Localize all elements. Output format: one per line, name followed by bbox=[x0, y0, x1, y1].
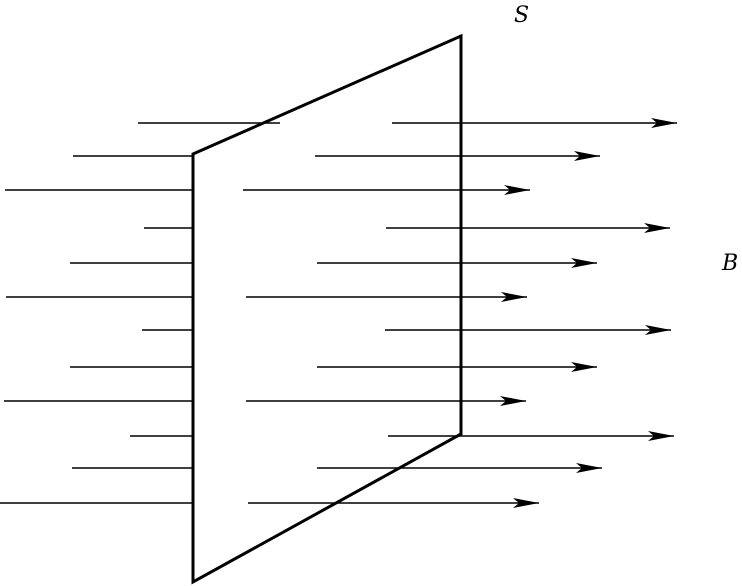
field-lines-left bbox=[0, 122, 280, 504]
field-lines-right bbox=[243, 118, 677, 508]
surface-s bbox=[191, 33, 463, 585]
field-label: B bbox=[721, 251, 738, 276]
surface-label: S bbox=[514, 3, 529, 28]
